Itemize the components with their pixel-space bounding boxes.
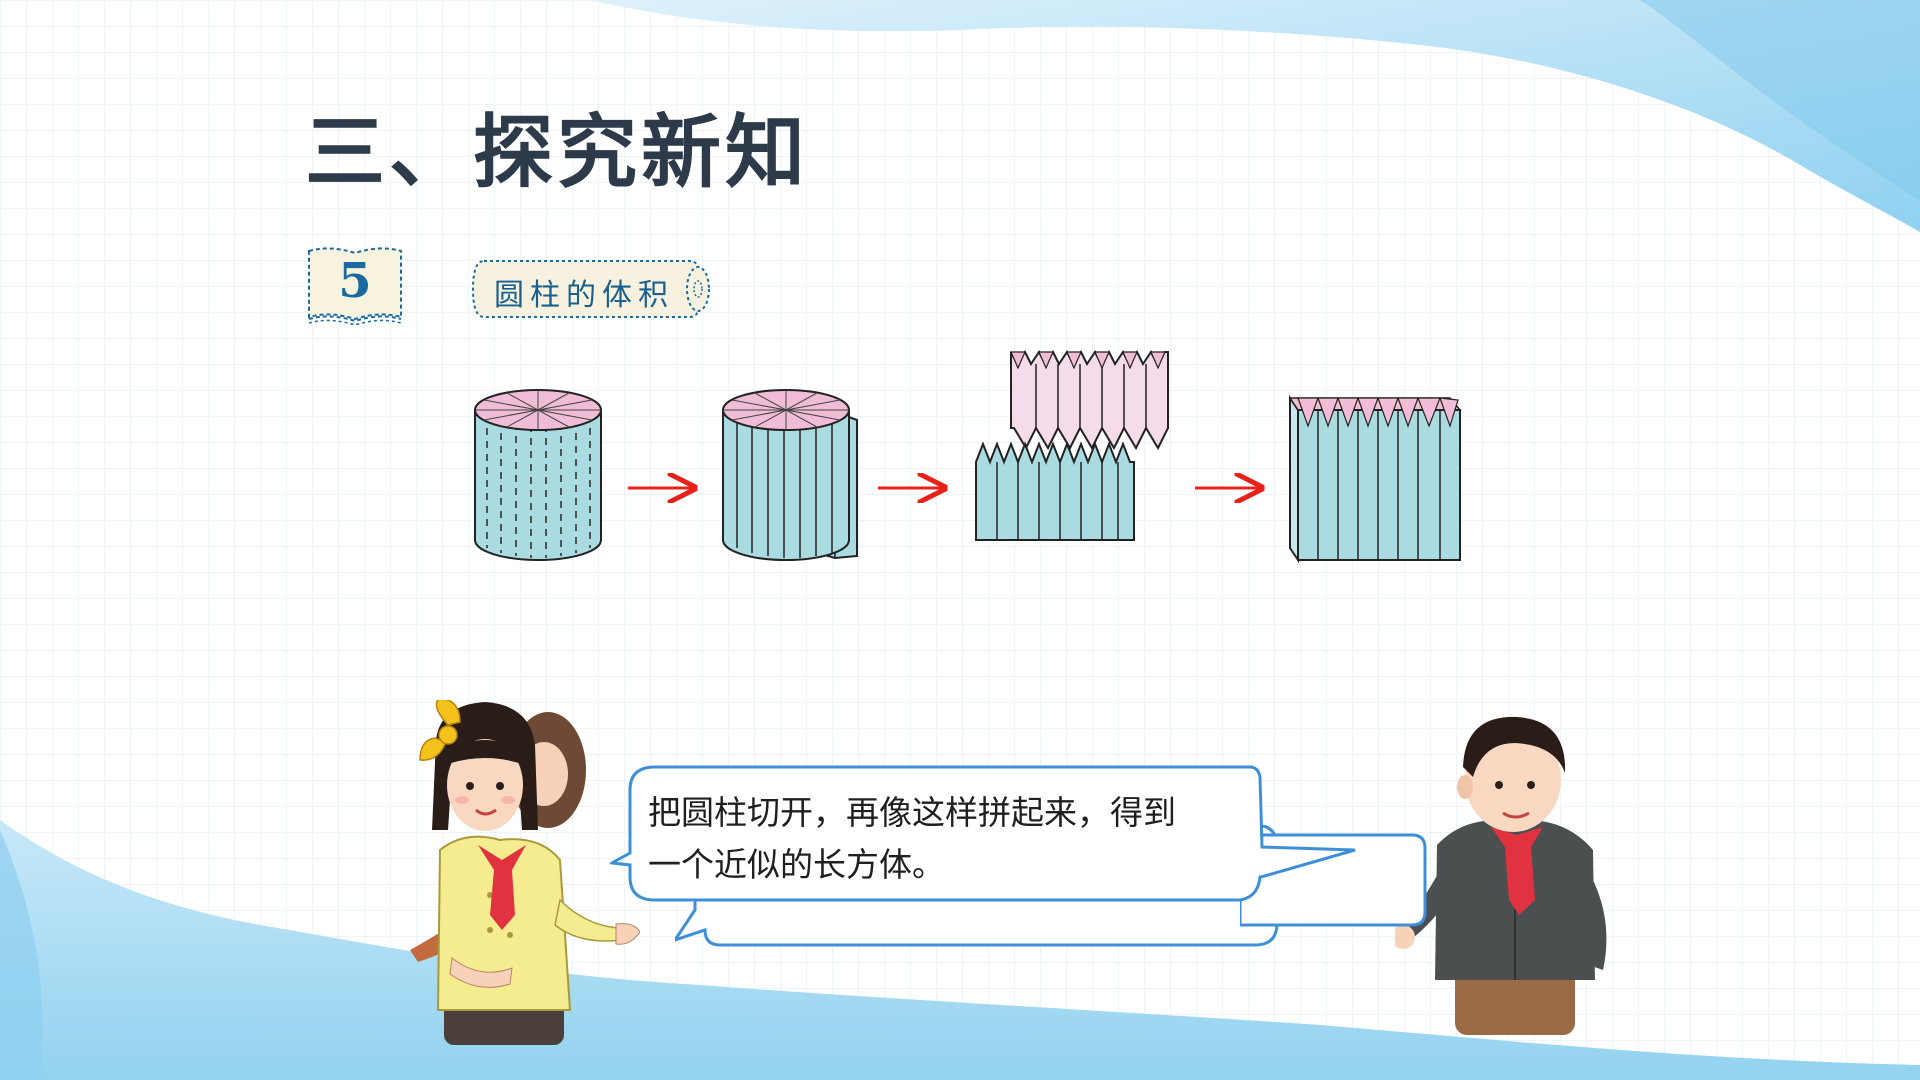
topic-label: 圆柱的体积 xyxy=(470,258,715,320)
whole-cylinder-figure xyxy=(474,389,602,561)
scroll-banner-icon xyxy=(471,260,710,318)
speech-bubble-shape xyxy=(610,765,1356,902)
approximate-cuboid-figure xyxy=(1288,394,1462,564)
speech-line-1: 把圆柱切开，再像这样拼起来，得到 xyxy=(648,793,1176,832)
topic-text: 圆柱的体积 xyxy=(494,278,674,313)
speech-line-2: 一个近似的长方体。 xyxy=(648,845,945,884)
example-number-badge: 5 xyxy=(305,245,405,327)
girl-student-figure xyxy=(410,700,640,1045)
boy-student-figure xyxy=(1395,716,1607,1035)
front-speech-bubble: 把圆柱切开，再像这样拼起来，得到 一个近似的长方体。 xyxy=(610,765,1360,905)
sliced-cylinder-figure xyxy=(722,389,858,561)
page-title: 三、探究新知 xyxy=(305,105,809,199)
cylinder-volume-diagram xyxy=(474,350,1462,564)
example-number: 5 xyxy=(338,253,372,309)
separated-wedges-figure xyxy=(975,350,1169,541)
open-book-icon xyxy=(308,247,402,326)
